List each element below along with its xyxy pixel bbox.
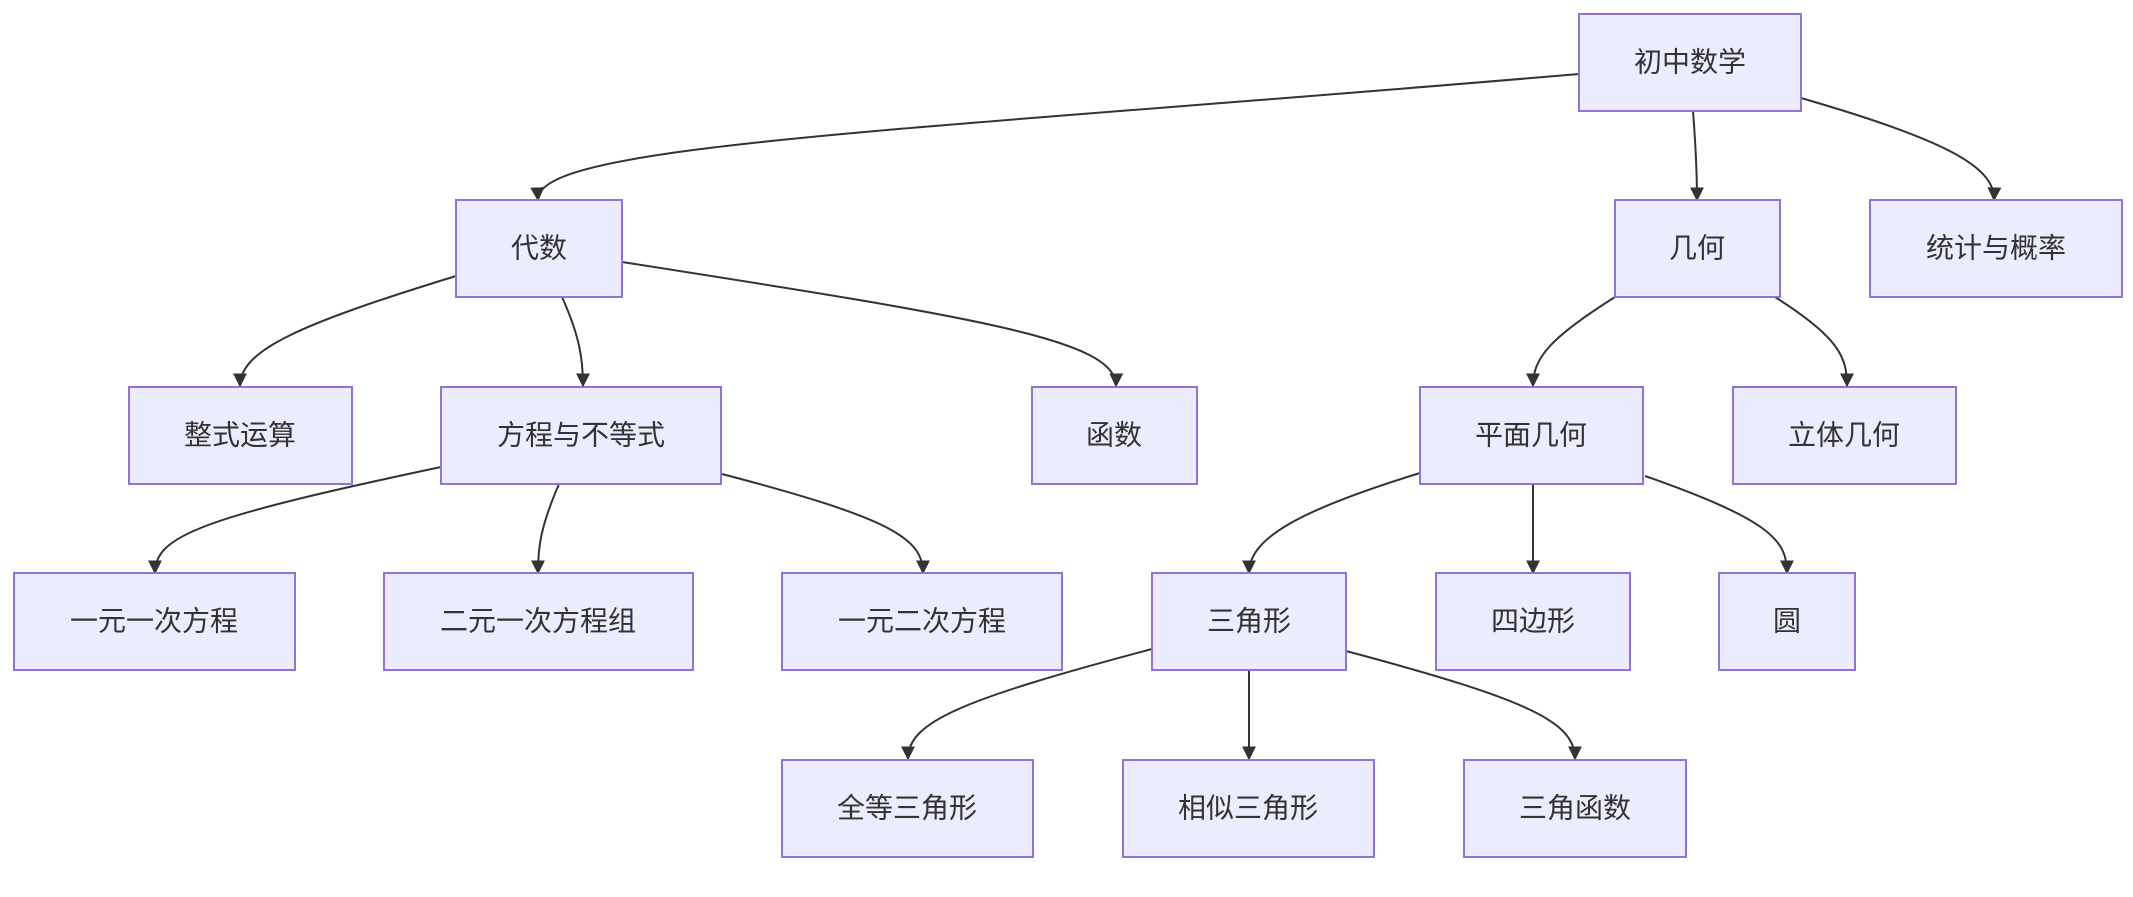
- edge-triangle-congruent: [901, 648, 1153, 761]
- edge-plane-circle: [1644, 475, 1794, 575]
- node-stats: 统计与概率: [1869, 199, 2123, 298]
- node-quadrilateral: 四边形: [1435, 572, 1631, 671]
- node-box: [455, 199, 623, 298]
- node-root: 初中数学: [1578, 13, 1802, 112]
- node-box: [1718, 572, 1856, 671]
- node-label: 平面几何: [1475, 419, 1587, 452]
- edge-algebra-equations: [561, 296, 590, 388]
- node-box: [1578, 13, 1802, 112]
- edges: [148, 73, 2002, 761]
- node-box: [1614, 199, 1781, 298]
- node-similar: 相似三角形: [1122, 759, 1375, 858]
- edge-geometry-plane: [1526, 296, 1616, 388]
- node-solid: 立体几何: [1732, 386, 1957, 485]
- node-label: 函数: [1086, 419, 1142, 452]
- node-functions: 函数: [1031, 386, 1198, 485]
- node-label: 全等三角形: [837, 792, 977, 825]
- node-label: 初中数学: [1634, 46, 1746, 79]
- edge-equations-quadratic: [721, 473, 930, 575]
- node-label: 一元二次方程: [838, 605, 1006, 638]
- edge-geometry-solid: [1774, 296, 1854, 388]
- node-geometry: 几何: [1614, 199, 1781, 298]
- node-polynomial: 整式运算: [128, 386, 353, 485]
- node-circle: 圆: [1718, 572, 1856, 671]
- node-box: [440, 386, 722, 485]
- node-label: 代数: [511, 232, 567, 265]
- node-label: 相似三角形: [1178, 792, 1318, 825]
- node-box: [1122, 759, 1375, 858]
- edge-root-stats: [1800, 97, 2002, 202]
- edge-plane-triangle: [1242, 472, 1421, 575]
- node-box: [781, 572, 1063, 671]
- edge-algebra-functions: [621, 261, 1124, 388]
- node-box: [1435, 572, 1631, 671]
- node-label: 三角形: [1207, 605, 1291, 638]
- node-box: [1732, 386, 1957, 485]
- edge-equations-linear1: [148, 466, 442, 575]
- node-label: 三角函数: [1519, 792, 1631, 825]
- node-box: [1869, 199, 2123, 298]
- edge-triangle-trig: [1345, 650, 1582, 761]
- node-linear1: 一元一次方程: [13, 572, 296, 671]
- node-label: 立体几何: [1788, 419, 1900, 452]
- node-system2: 二元一次方程组: [383, 572, 694, 671]
- node-label: 二元一次方程组: [440, 605, 636, 638]
- node-label: 四边形: [1491, 605, 1575, 638]
- node-box: [13, 572, 296, 671]
- node-box: [1419, 386, 1644, 485]
- node-box: [128, 386, 353, 485]
- node-box: [383, 572, 694, 671]
- node-trig: 三角函数: [1463, 759, 1687, 858]
- node-label: 统计与概率: [1926, 232, 2066, 265]
- node-label: 方程与不等式: [497, 419, 665, 452]
- node-label: 圆: [1773, 605, 1801, 638]
- node-plane: 平面几何: [1419, 386, 1644, 485]
- edge-algebra-polynomial: [233, 275, 457, 388]
- node-triangle: 三角形: [1151, 572, 1347, 671]
- node-algebra: 代数: [455, 199, 623, 298]
- edge-equations-system2: [531, 483, 560, 575]
- node-equations: 方程与不等式: [440, 386, 722, 485]
- node-congruent: 全等三角形: [781, 759, 1034, 858]
- node-box: [1463, 759, 1687, 858]
- node-label: 一元一次方程: [70, 605, 238, 638]
- edge-root-geometry: [1689, 110, 1704, 202]
- node-label: 整式运算: [184, 419, 296, 452]
- node-box: [1151, 572, 1347, 671]
- node-label: 几何: [1669, 232, 1725, 265]
- node-box: [1031, 386, 1198, 485]
- node-box: [781, 759, 1034, 858]
- edge-root-algebra: [530, 73, 1580, 202]
- node-quadratic: 一元二次方程: [781, 572, 1063, 671]
